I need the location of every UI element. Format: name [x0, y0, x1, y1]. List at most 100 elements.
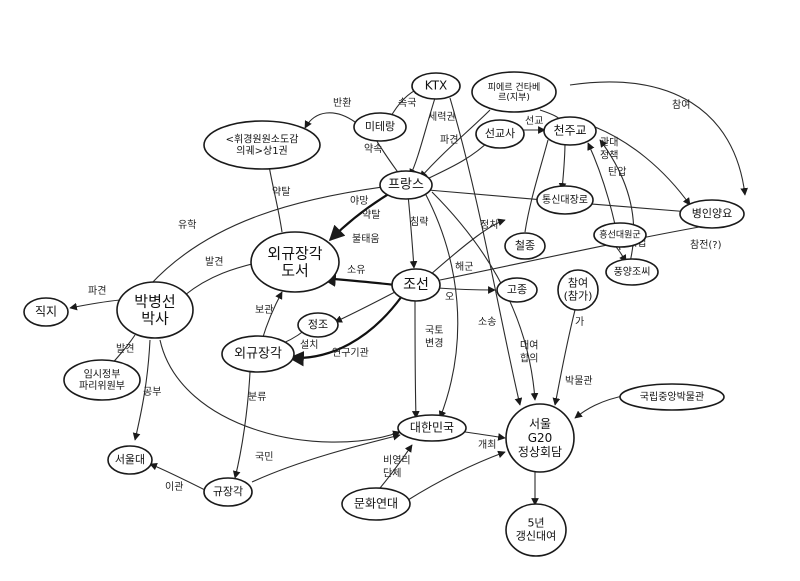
node-french-prisoner-label: 통신대장로	[542, 194, 588, 206]
node-snu[interactable]: 서울대	[107, 445, 153, 475]
node-korea[interactable]: 대한민국	[397, 414, 467, 442]
node-missionary-label: 선교사	[485, 127, 515, 140]
edge-ktx-g20	[449, 97, 523, 406]
node-catholic[interactable]: 천주교	[543, 116, 597, 146]
node-kyujanggak-label: 규장각	[213, 485, 243, 498]
label-invade: 침략	[410, 216, 428, 228]
node-france-label: 프랑스	[388, 178, 424, 193]
label-jang: 공부	[143, 386, 161, 398]
node-byeong-label: 병인양요	[692, 207, 732, 220]
edge-catholic-heungseon	[558, 141, 567, 191]
label-mitterrand-france: 약속	[364, 143, 382, 155]
label-dispatch: 파견	[88, 285, 106, 297]
node-participate[interactable]: 참여(참가)	[557, 269, 599, 311]
node-participate-label: 참여(참가)	[564, 277, 593, 303]
edges	[69, 81, 749, 506]
edge-pierre-byeong	[569, 81, 749, 196]
label-ga: 가	[575, 316, 584, 328]
node-jikji[interactable]: 직지	[23, 297, 69, 327]
node-jeongjo-label: 정조	[308, 318, 328, 331]
node-byeong[interactable]: 병인양요	[679, 199, 745, 229]
node-cheoljong[interactable]: 철종	[504, 232, 546, 260]
edge-ktx-france	[409, 97, 436, 177]
node-jikji-label: 직지	[35, 305, 57, 319]
label-establish: 설치	[300, 339, 318, 351]
node-oegyujanggak[interactable]: 외규장각	[221, 335, 295, 373]
label-choejeon: 참전(?)	[690, 239, 722, 251]
label-country: 국민	[255, 451, 273, 463]
node-cheoljong-label: 철종	[515, 239, 535, 252]
edge-joseon-doseo	[320, 271, 396, 287]
edge-pierre-france	[419, 109, 491, 179]
edge-park-jikji	[69, 299, 121, 311]
node-korea-label: 대한민국	[410, 421, 454, 435]
edge-munhwa-g20	[407, 450, 506, 501]
node-france[interactable]: 프랑스	[379, 170, 433, 200]
label-cheon-camp: 참여	[672, 99, 690, 111]
node-gojong[interactable]: 고종	[496, 277, 538, 303]
label-discover-fr: 유학	[178, 219, 196, 231]
edge-france-joseon	[407, 194, 418, 269]
node-joseon[interactable]: 조선	[391, 268, 441, 302]
label-held: 개최	[478, 439, 496, 451]
label-transfer: 이관	[165, 481, 183, 493]
edge-joseon-jeongjo	[334, 291, 396, 323]
edge-missionary-france	[424, 139, 491, 181]
node-mitterrand-label: 미테랑	[365, 120, 395, 133]
label-return: 반환	[333, 97, 351, 109]
label-visit: 속국	[398, 97, 416, 109]
node-ktx[interactable]: KTX	[411, 72, 461, 100]
node-mitterrand[interactable]: 미테랑	[353, 112, 407, 142]
edge-participate-g20	[552, 309, 576, 406]
node-munhwa-label: 문화연대	[354, 497, 398, 511]
node-munhwa[interactable]: 문화연대	[341, 487, 411, 521]
edge-catholic-byeong	[589, 124, 691, 206]
node-gojong-label: 고종	[507, 283, 527, 296]
label-burn: 불태움	[352, 233, 380, 245]
edge-france-doseo	[328, 191, 393, 242]
label-takeover: 약탈	[362, 208, 380, 221]
node-missionary[interactable]: 선교사	[475, 119, 525, 149]
node-kyujanggak[interactable]: 규장각	[203, 477, 253, 507]
label-oh: 오	[445, 292, 454, 303]
edge-kyujang-korea	[251, 432, 401, 483]
node-jeongjo[interactable]: 정조	[297, 312, 339, 338]
label-museum-rel: 박물관	[565, 375, 593, 387]
label-uigwe-fr: 약탈	[272, 185, 290, 198]
edge-joseon-korea	[411, 299, 420, 419]
edge-france-korea	[424, 192, 459, 419]
node-french-prisoner[interactable]: 통신대장로	[536, 185, 594, 215]
node-snu-label: 서울대	[115, 453, 145, 466]
label-ownership: 소유	[347, 264, 365, 276]
node-pungyangjo-label: 풍양조씨	[614, 266, 651, 278]
node-heungseon[interactable]: 흥선대원군	[593, 222, 647, 248]
label-pierre-fr: 세력권	[428, 111, 456, 123]
label-research: 연구기관	[332, 347, 369, 359]
node-pungyangjo[interactable]: 풍양조씨	[605, 258, 659, 286]
node-national-museum-label: 국립중앙박물관	[640, 390, 704, 403]
node-oegyujanggak-label: 외규장각	[234, 347, 282, 362]
edge-oegyu-kyujang	[232, 371, 251, 479]
node-joseon-label: 조선	[403, 277, 429, 293]
edge-park-korea	[159, 339, 401, 443]
node-national-museum[interactable]: 국립중앙박물관	[619, 383, 725, 411]
edge-joseon-gojong	[437, 286, 496, 294]
label-suppress: 탄압	[608, 165, 626, 178]
